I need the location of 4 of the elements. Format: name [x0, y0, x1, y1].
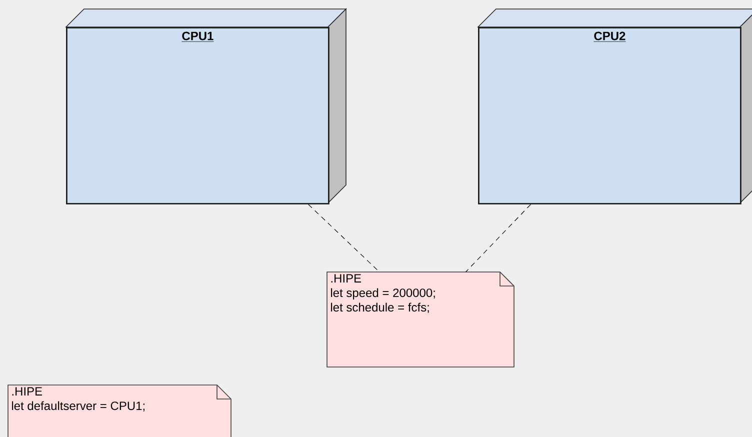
- connector-line: [308, 204, 380, 272]
- note-box: .HIPE let defaultserver = CPU1;: [8, 384, 232, 437]
- connector-line: [465, 204, 531, 272]
- note-box: .HIPE let speed = 200000; let schedule = fcfs;: [326, 272, 514, 368]
